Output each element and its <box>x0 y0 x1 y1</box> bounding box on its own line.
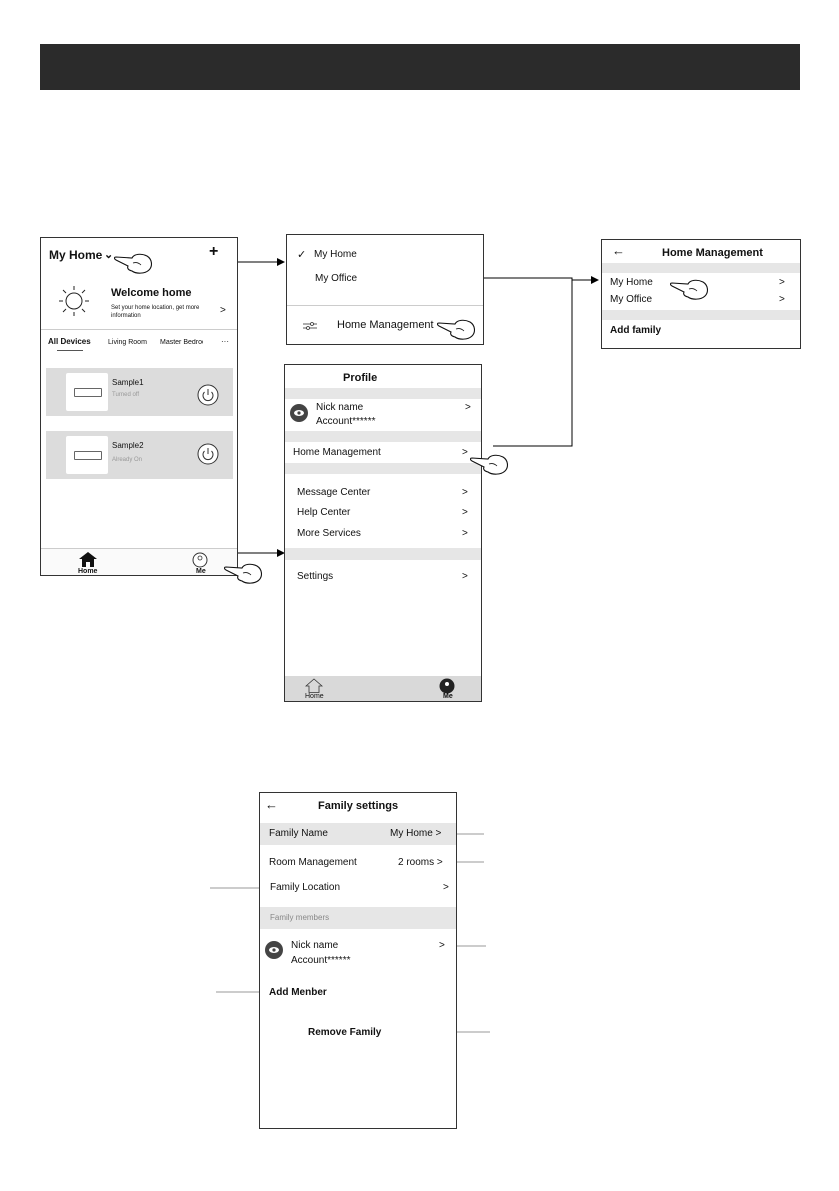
device-name: Sample1 <box>112 378 144 387</box>
profile-title: Profile <box>343 372 378 384</box>
ac-unit-icon <box>66 373 108 411</box>
add-member-button[interactable]: Add Menber <box>269 987 327 998</box>
dropdown-home-management[interactable]: Home Management <box>337 319 434 331</box>
check-icon: ✓ <box>297 249 307 261</box>
tab-living-room[interactable]: Living Room <box>108 339 147 346</box>
back-arrow-icon[interactable]: ← <box>265 797 278 812</box>
family-members-header <box>260 907 456 929</box>
sun-icon <box>59 286 89 316</box>
avatar-icon <box>290 404 308 422</box>
welcome-chevron[interactable]: > <box>220 305 226 316</box>
section-gap <box>285 388 481 399</box>
pointing-hand-icon <box>470 454 508 475</box>
menu-settings[interactable]: Settings <box>297 571 334 582</box>
family-location-chevron[interactable]: > <box>443 882 449 893</box>
family-name-label: Family Name <box>269 828 328 839</box>
nav-home-label[interactable]: Home <box>305 693 324 700</box>
divider <box>41 329 237 330</box>
sliders-icon <box>303 322 317 330</box>
power-icon[interactable] <box>197 384 219 406</box>
home-item-chevron[interactable]: > <box>779 294 785 305</box>
home-title[interactable]: My Home <box>49 248 103 262</box>
tab-master-bedroom[interactable]: Master Bedroom <box>160 339 203 346</box>
device-status: Already On <box>112 457 143 463</box>
nav-me-label[interactable]: Me <box>443 693 453 700</box>
section-gap <box>602 263 800 273</box>
section-gap <box>285 548 481 560</box>
dropdown-item-my-office[interactable]: My Office <box>315 273 358 284</box>
profile-chevron[interactable]: > <box>462 447 468 458</box>
profile-chevron[interactable]: > <box>465 402 471 413</box>
home-screen: My Home ⌄ + Welcome home Set your home l… <box>40 237 238 576</box>
profile-chevron[interactable]: > <box>462 507 468 518</box>
room-management-value[interactable]: 2 rooms > <box>398 857 443 868</box>
member-nick-name[interactable]: Nick name <box>291 940 339 951</box>
avatar-icon <box>265 941 283 959</box>
dropdown-item-my-home[interactable]: My Home <box>314 249 357 260</box>
add-icon[interactable]: + <box>209 243 219 260</box>
bottom-nav: Home Me <box>285 676 481 701</box>
home-outline-icon[interactable] <box>305 678 323 693</box>
family-name-row[interactable] <box>260 823 456 845</box>
home-item-chevron[interactable]: > <box>779 277 785 288</box>
nav-me-label[interactable]: Me <box>196 568 206 575</box>
family-settings-title: Family settings <box>318 800 399 812</box>
device-card[interactable]: Sample1 Turned off <box>46 368 233 416</box>
device-name: Sample2 <box>112 441 144 450</box>
profile-account: Account****** <box>316 416 376 427</box>
profile-nick-name: Nick name <box>316 402 364 413</box>
pointing-hand-icon <box>114 253 152 274</box>
me-filled-icon[interactable] <box>439 678 455 694</box>
profile-chevron[interactable]: > <box>462 571 468 582</box>
profile-chevron[interactable]: > <box>462 487 468 498</box>
me-icon[interactable] <box>192 552 208 568</box>
home-management-title: Home Management <box>662 247 763 259</box>
back-arrow-icon[interactable]: ← <box>612 243 625 258</box>
section-gap <box>285 431 481 442</box>
section-gap <box>285 463 481 474</box>
bottom-nav: Home Me <box>41 548 237 575</box>
welcome-subtitle: Set your home location, get more informa… <box>111 305 200 319</box>
member-account[interactable]: Account****** <box>291 955 351 966</box>
menu-message-center[interactable]: Message Center <box>297 487 371 498</box>
family-settings-screen: ← Family settings Family Name My Home > … <box>259 792 457 1129</box>
welcome-title: Welcome home <box>111 287 192 299</box>
tab-underline <box>57 350 83 351</box>
profile-home-management[interactable]: Home Management <box>293 447 381 458</box>
section-gap <box>602 310 800 320</box>
page-header-bar <box>40 44 800 90</box>
menu-more-services[interactable]: More Services <box>297 528 361 539</box>
ac-unit-icon <box>66 436 108 474</box>
family-name-value[interactable]: My Home > <box>390 828 442 839</box>
divider <box>287 305 483 306</box>
home-icon[interactable] <box>79 552 97 567</box>
device-status: Turned off <box>112 392 140 398</box>
nav-home-label[interactable]: Home <box>78 568 98 575</box>
family-location-label[interactable]: Family Location <box>270 882 341 893</box>
pointing-hand-icon <box>437 319 475 340</box>
menu-help-center[interactable]: Help Center <box>297 507 351 518</box>
member-chevron[interactable]: > <box>439 940 445 951</box>
home-item-my-office[interactable]: My Office <box>610 294 653 305</box>
family-members-header-label: Family members <box>270 913 330 922</box>
chevron-down-icon[interactable]: ⌄ <box>104 249 114 261</box>
profile-screen: Profile Nick name Account****** > Home M… <box>284 364 482 702</box>
device-card[interactable]: Sample2 Already On <box>46 431 233 479</box>
remove-family-button[interactable]: Remove Family <box>308 1027 382 1038</box>
home-item-my-home[interactable]: My Home <box>610 277 653 288</box>
tab-all-devices[interactable]: All Devices <box>48 337 91 346</box>
power-icon[interactable] <box>197 443 219 465</box>
pointing-hand-icon <box>224 563 262 584</box>
add-family-button[interactable]: Add family <box>610 325 662 336</box>
profile-chevron[interactable]: > <box>462 528 468 539</box>
room-management-label[interactable]: Room Management <box>269 857 357 868</box>
pointing-hand-icon <box>670 279 708 300</box>
tab-more-icon[interactable]: ··· <box>221 337 229 346</box>
